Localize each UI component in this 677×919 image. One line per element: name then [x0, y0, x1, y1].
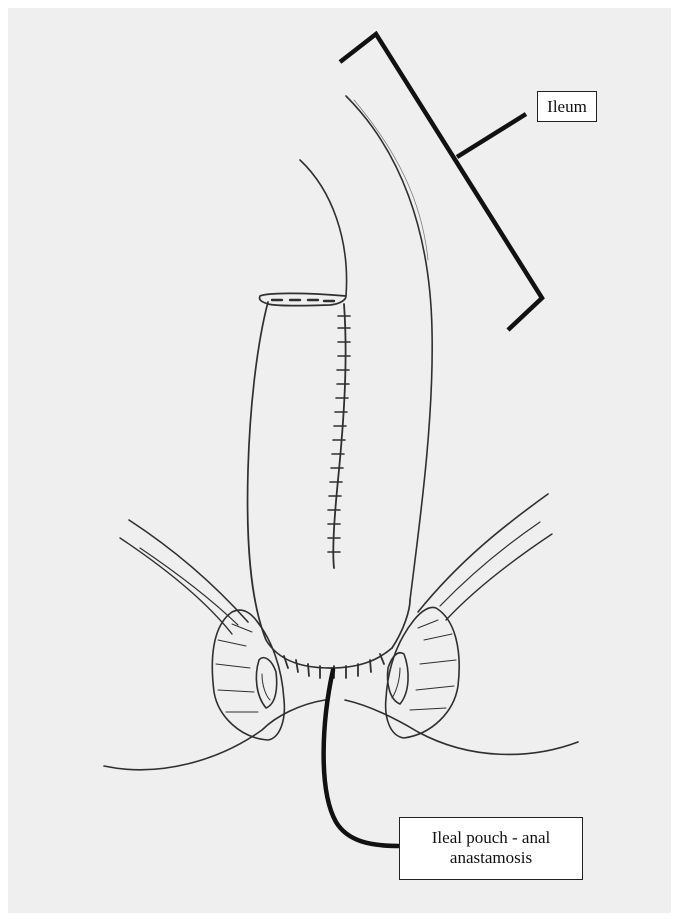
sphincter-right [386, 608, 460, 739]
staple-ticks [328, 316, 350, 552]
pouch-staple-line [333, 304, 345, 568]
anastomosis-label-line2: anastamosis [400, 848, 582, 868]
anastomosis-label: Ileal pouch - anal anastamosis [399, 817, 583, 880]
levator-left-mid [140, 548, 238, 625]
pelvic-floor-left [104, 700, 325, 770]
ileum-limb-right-wall [346, 96, 432, 600]
anastomosis-label-line1: Ileal pouch - anal [400, 828, 582, 848]
pouch-left-wall [248, 302, 392, 668]
ileum-label: Ileum [537, 91, 597, 122]
ileum-limb-left-wall [300, 160, 347, 296]
levator-right-mid [440, 522, 540, 606]
pelvic-floor-right [345, 700, 578, 754]
anastomosis-leader [324, 670, 399, 846]
ileum-bracket-connector [457, 114, 526, 157]
ileum-bracket [340, 34, 542, 330]
levator-right-outer [418, 494, 548, 612]
levator-left-outer [129, 520, 248, 622]
ileum-limb-sketch [354, 100, 428, 260]
levator-right-inner [446, 534, 552, 620]
levator-left-inner [120, 538, 232, 634]
